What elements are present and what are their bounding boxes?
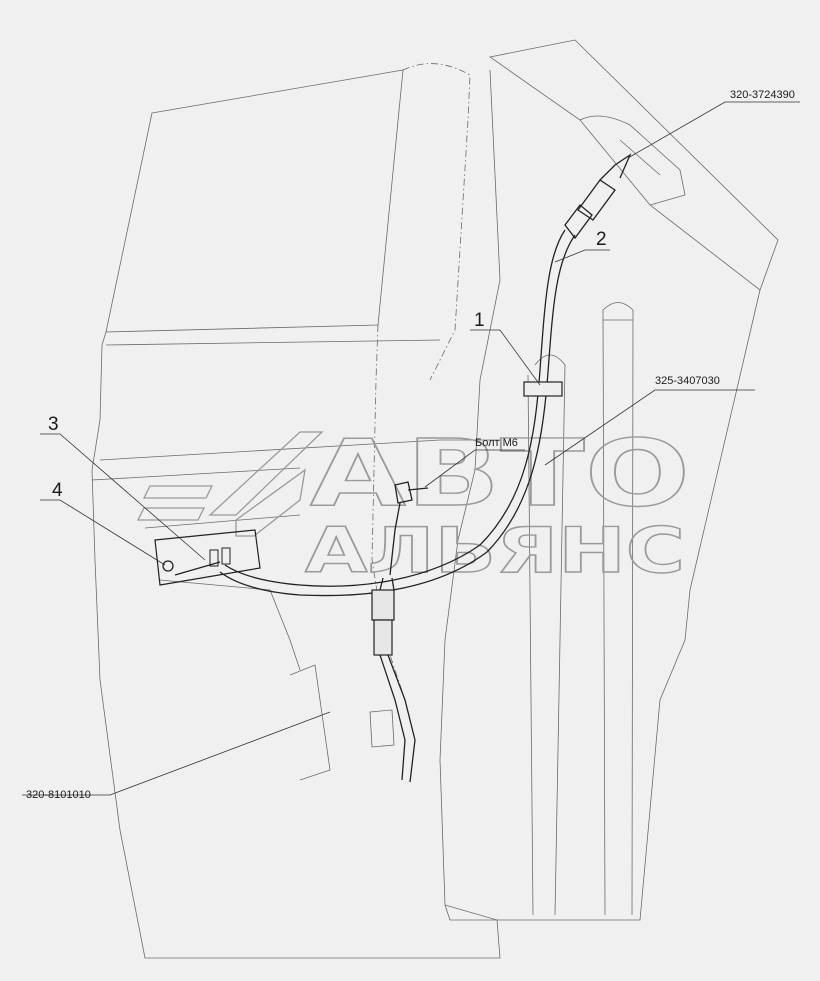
label-3: 3 [48, 414, 59, 435]
label-2: 2 [596, 229, 607, 250]
logo-stripe [142, 485, 214, 499]
watermark-line2: АЛЬЯНС [305, 514, 685, 587]
label-325-3407030: 325-3407030 [655, 375, 720, 387]
plate-terminal [221, 547, 231, 565]
label-4: 4 [52, 480, 63, 501]
label-1: 1 [474, 310, 485, 331]
label-320-8101010: 320-8101010 [26, 789, 91, 801]
wire-harness [154, 153, 632, 783]
label-bolt-m6: Болт М6 [475, 437, 518, 449]
cable-clamp [523, 381, 563, 397]
leader-lines [22, 101, 800, 796]
label-320-3724390: 320-3724390 [730, 89, 795, 101]
inline-connector [373, 619, 393, 656]
switch-plate [154, 529, 261, 586]
logo-stripe [136, 507, 206, 521]
mount-screw [162, 560, 174, 572]
logo-chevron [235, 468, 306, 537]
cab-outline [91, 39, 779, 959]
watermark-line1: АВТО [310, 420, 690, 527]
callouts: 320-3724390 2 1 325-3407030 Болт М6 3 4 … [26, 89, 795, 801]
watermark-logo: АВТО АЛЬЯНС [136, 419, 691, 588]
logo-chevron [208, 431, 324, 516]
plate-terminal [209, 549, 219, 567]
inline-connector [371, 589, 395, 621]
